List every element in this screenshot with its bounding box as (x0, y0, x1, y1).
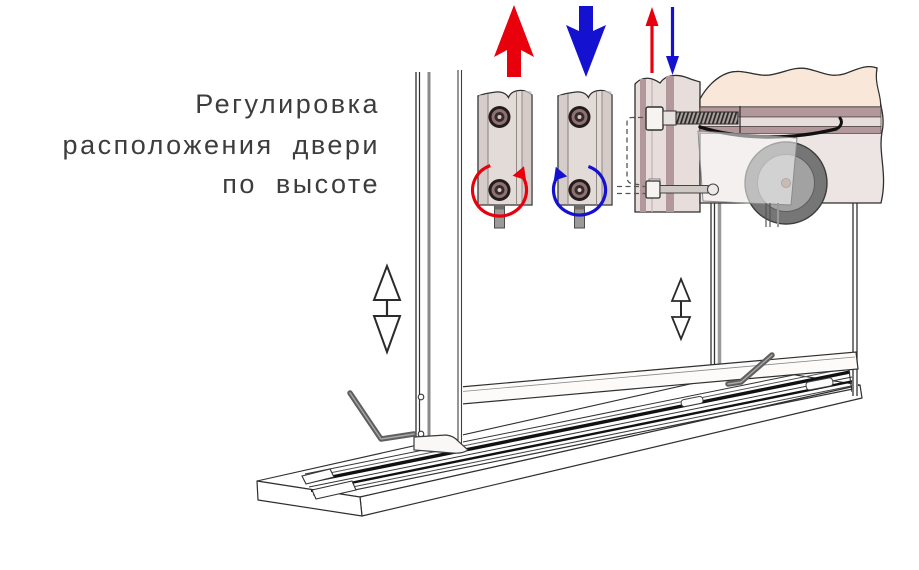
rotate-counterclockwise-arrowhead (553, 166, 568, 181)
post-adjust-screw-upper (417, 393, 425, 401)
caption-line-2: расположения двери (63, 130, 380, 160)
track-groove-front (310, 379, 855, 493)
bottom-bolt (645, 180, 720, 199)
adjust-screw-lower (488, 179, 511, 201)
mount-profile-stripe-2 (666, 76, 674, 212)
bottom-bolt-shaft (659, 185, 709, 194)
top-bolt-head (645, 106, 664, 131)
fine-adjust-up-down-arrows-icon (645, 7, 679, 75)
post-guide-foot (413, 434, 469, 454)
bottom-bolt-cap (706, 183, 720, 196)
top-bolt (645, 106, 741, 133)
rotate-clockwise-arrowhead (512, 166, 526, 181)
roller-mechanism (617, 66, 885, 227)
door-post-left (413, 70, 469, 454)
door-posts-right-section (710, 203, 858, 397)
top-panel-wood (699, 66, 882, 108)
height-play-indicator-right (670, 276, 692, 342)
height-play-indicator-left (372, 263, 402, 355)
track-end-cap-back (301, 468, 335, 485)
rotate-clockwise-icon (470, 164, 529, 218)
rail-band-3 (699, 126, 882, 134)
height-play-indicators (372, 263, 692, 355)
adjust-screw-lower (568, 179, 591, 201)
top-bolt-threads (675, 111, 739, 125)
detail-profile-red (470, 89, 533, 229)
bottom-bolt-head (645, 180, 661, 199)
direction-arrows (494, 5, 679, 77)
track-end-cap-front (311, 480, 357, 500)
hex-key-left-body (347, 390, 417, 442)
caption: Регулировка расположения двери по высоте (63, 89, 380, 199)
cover-plate (697, 130, 798, 206)
caption-line-3: по высоте (222, 169, 380, 199)
raise-door-up-arrow-icon (494, 5, 534, 77)
track-groove-back (306, 370, 851, 484)
mount-profile-stripe-1 (640, 79, 646, 212)
track-joint-tab-left (680, 395, 704, 408)
track-joint-tab-right (805, 377, 834, 391)
lower-door-down-arrow-icon (566, 6, 606, 77)
hex-key-right (725, 352, 775, 387)
detail-profile-blue (551, 89, 613, 229)
rotate-counterclockwise-icon (551, 164, 608, 217)
dashed-alignment-lines (617, 116, 645, 195)
fixing-screw-upper (488, 106, 511, 128)
hex-key-left (347, 390, 417, 442)
fixing-screw-upper (568, 106, 591, 128)
caption-line-1: Регулировка (195, 89, 380, 119)
top-bolt-washer (662, 110, 677, 126)
floor-track (301, 362, 859, 500)
